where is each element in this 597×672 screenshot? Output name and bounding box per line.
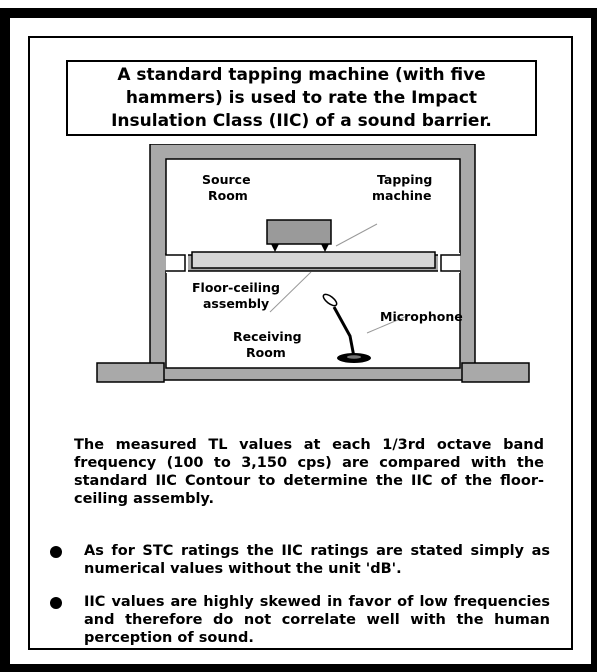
label-receiving-room-2: Room: [246, 345, 286, 360]
label-floor-ceiling-2: assembly: [203, 296, 269, 311]
ground-left: [96, 362, 165, 383]
title-box: A standard tapping machine (with five ha…: [66, 60, 537, 136]
description-paragraph: The measured TL values at each 1/3rd oct…: [74, 437, 544, 507]
content-panel: A standard tapping machine (with five ha…: [28, 36, 573, 650]
outer-frame: A standard tapping machine (with five ha…: [0, 8, 597, 672]
microphone-stand: [332, 306, 356, 358]
label-floor-ceiling-1: Floor-ceiling: [192, 280, 280, 295]
leader-floor-ceiling: [269, 271, 312, 313]
label-microphone: Microphone: [380, 309, 463, 324]
microphone-base-highlight: [347, 355, 361, 359]
label-source-room-1: Source: [202, 172, 251, 187]
microphone-head: [322, 293, 338, 307]
bullet-text: As for STC ratings the IIC ratings are s…: [84, 543, 550, 577]
left-slab-gap: [166, 253, 188, 273]
ground-right: [461, 362, 530, 383]
leader-tapping-machine: [335, 223, 378, 247]
tapping-machine: [266, 219, 332, 245]
label-source-room-2: Room: [208, 188, 248, 203]
receiving-room: [165, 270, 461, 369]
tapping-hammer-left: [271, 244, 279, 252]
label-tapping-machine-1: Tapping: [377, 172, 432, 187]
label-tapping-machine-2: machine: [372, 188, 431, 203]
right-gap-outline: [440, 254, 460, 272]
leader-microphone: [366, 315, 408, 334]
inner-frame: A standard tapping machine (with five ha…: [10, 18, 591, 664]
label-receiving-room-1: Receiving: [233, 329, 302, 344]
tapping-hammer-right: [321, 244, 329, 252]
bullet-dot-icon: [50, 546, 62, 558]
floor-ceiling-slab: [191, 251, 436, 269]
left-gap-outline: [165, 253, 186, 272]
right-slab-gap: [438, 253, 460, 273]
room-diagram: Source Room Tapping machine Floor-ceilin…: [96, 144, 530, 383]
title-text: A standard tapping machine (with five ha…: [111, 64, 492, 131]
bullet-dot-icon: [50, 597, 62, 609]
bullet-text: IIC values are highly skewed in favor of…: [84, 594, 550, 646]
